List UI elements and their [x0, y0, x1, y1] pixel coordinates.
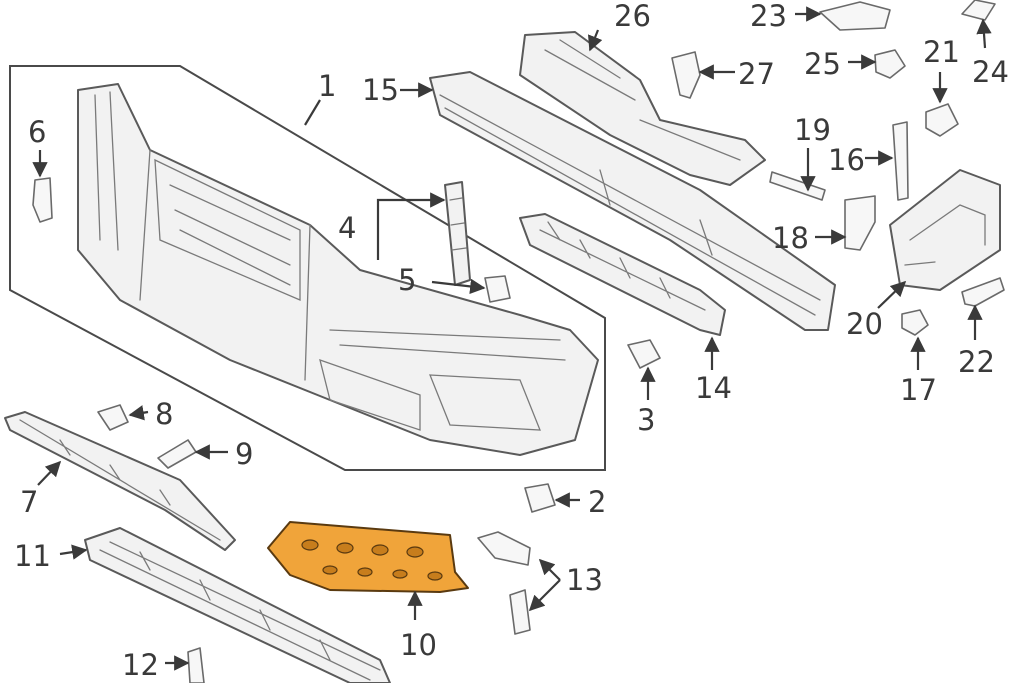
part-18-bracket	[844, 195, 876, 251]
part-21-nut	[925, 103, 959, 137]
callout-8: 8	[155, 397, 173, 431]
callout-16: 16	[828, 143, 865, 177]
callout-7: 7	[20, 485, 38, 519]
part-25-grommet	[874, 49, 906, 79]
part-5-clip	[484, 275, 511, 303]
callout-2: 2	[588, 485, 606, 519]
callout-4: 4	[338, 211, 356, 245]
callout-1: 1	[318, 69, 336, 103]
part-9-bolt	[157, 439, 197, 469]
part-23-clip	[819, 1, 891, 31]
callout-9: 9	[235, 437, 253, 471]
part-26-absorber	[519, 31, 766, 186]
part-27-push-clip	[671, 51, 701, 99]
part-3-bracket	[627, 339, 661, 369]
part-14-strip	[519, 213, 726, 336]
callout-14: 14	[695, 371, 732, 405]
callout-18: 18	[772, 221, 809, 255]
part-17-grommet	[901, 309, 929, 336]
callout-22: 22	[958, 345, 995, 379]
part-13-clip-upper	[477, 531, 531, 566]
part-1-group-frame	[9, 65, 606, 471]
callout-19: 19	[794, 113, 831, 147]
callout-20: 20	[846, 307, 883, 341]
callout-15: 15	[362, 73, 399, 107]
callout-26: 26	[614, 0, 651, 33]
callout-17: 17	[900, 373, 937, 407]
part-22-screw	[961, 277, 1005, 307]
callout-13: 13	[566, 563, 603, 597]
callout-12: 12	[122, 648, 159, 682]
part-6-clip	[32, 177, 53, 223]
part-19-screw	[769, 171, 826, 201]
part-12-clip	[187, 647, 205, 683]
part-4-bracket	[444, 181, 471, 286]
part-2-clip	[524, 483, 556, 513]
callout-21: 21	[923, 35, 960, 69]
leader-lines	[32, 6, 992, 671]
part-8-clip	[97, 404, 129, 431]
callout-25: 25	[804, 47, 841, 81]
part-11-lower-grille	[84, 527, 391, 683]
part-24-clip	[961, 0, 996, 21]
callout-23: 23	[750, 0, 787, 33]
part-15-reinforcement	[429, 71, 836, 331]
callout-27: 27	[738, 57, 775, 91]
callout-6: 6	[28, 115, 46, 149]
callout-5: 5	[398, 263, 416, 297]
part-10-highlighted-undertray	[267, 521, 469, 593]
callout-10: 10	[400, 628, 437, 662]
part-13-clip-lower	[509, 589, 531, 635]
bumper-cover	[77, 83, 599, 456]
part-20-bracket	[889, 169, 1001, 291]
part-16-bolt	[892, 121, 909, 201]
callout-11: 11	[14, 539, 51, 573]
callout-24: 24	[972, 55, 1009, 89]
callout-labels: 1 2 3 4 5 6 7 8 9 10 11 12 13 14 15 16 1…	[14, 0, 1009, 682]
callout-3: 3	[637, 403, 655, 437]
part-7-spoiler	[4, 411, 236, 551]
